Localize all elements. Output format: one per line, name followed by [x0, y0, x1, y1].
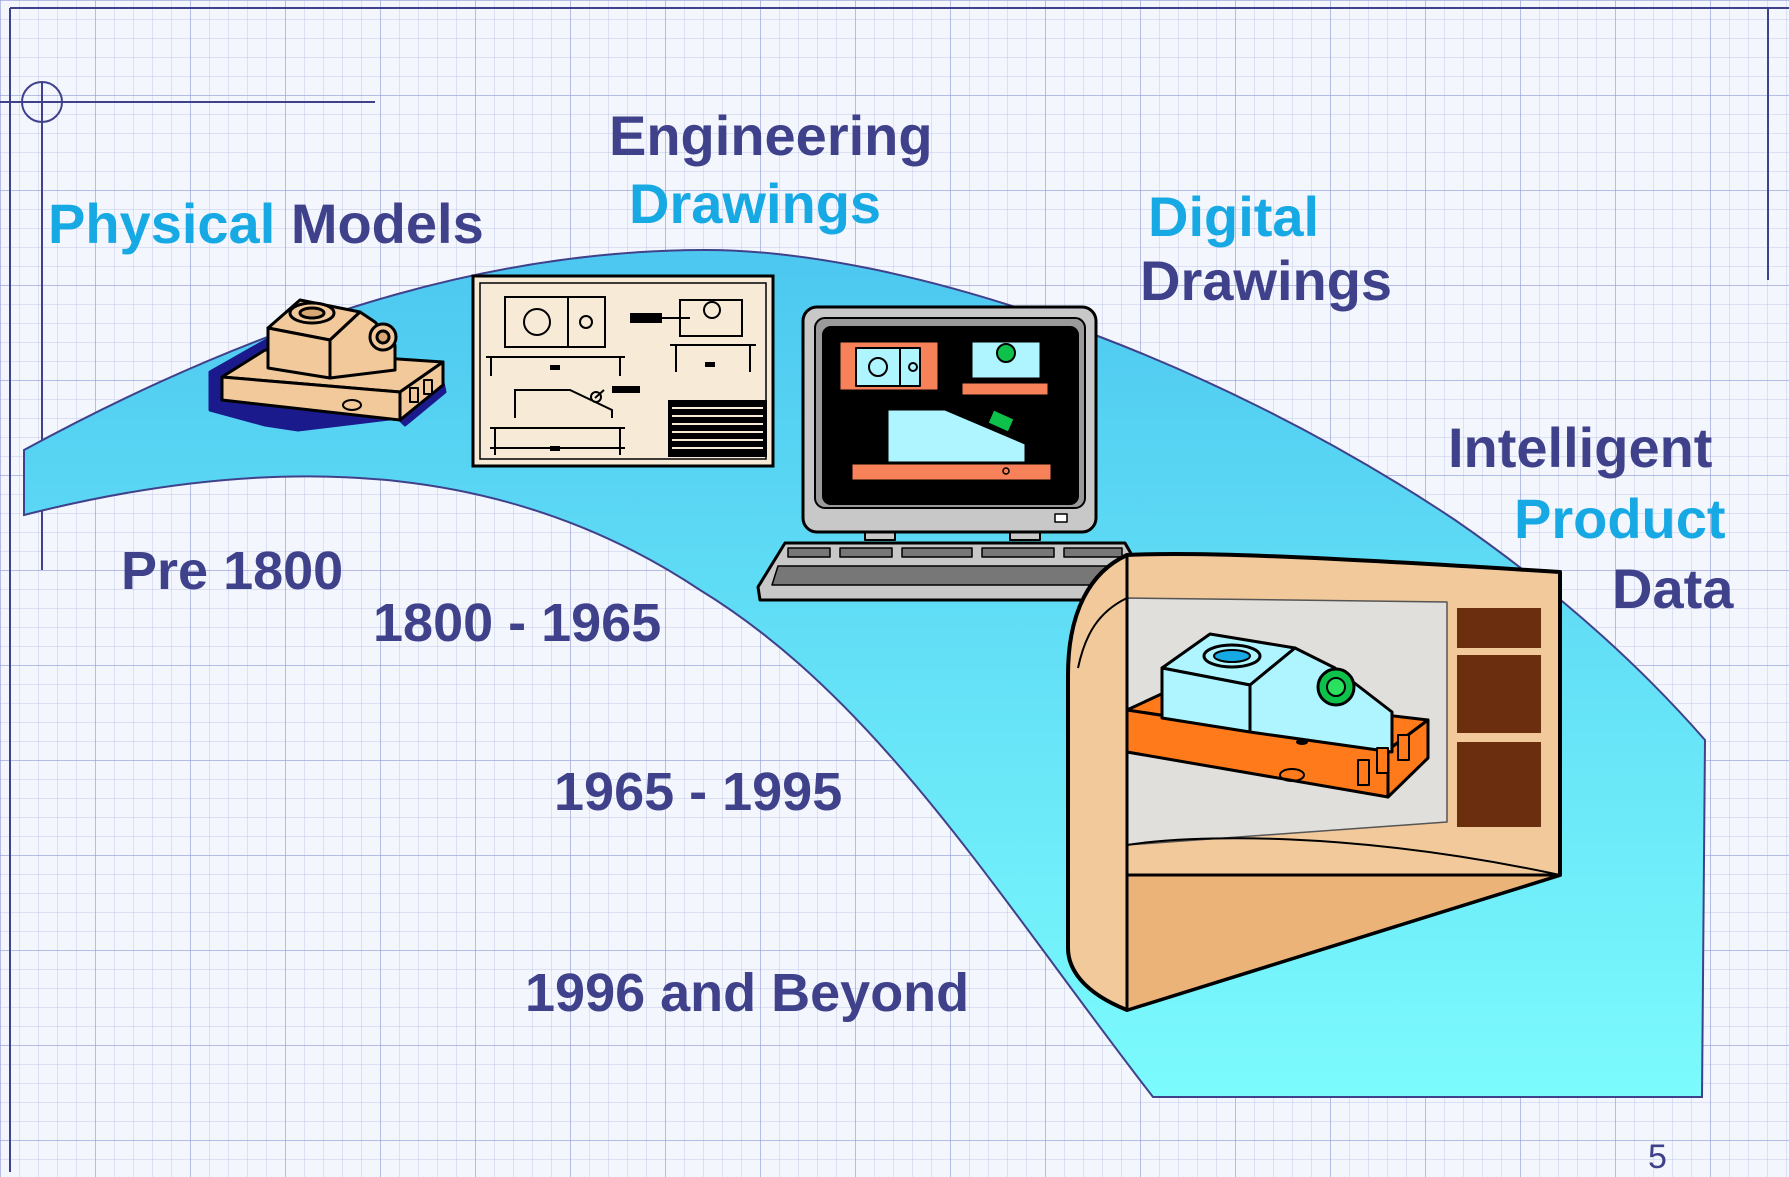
era-title-physical-word: Physical	[48, 192, 276, 255]
era-title-physical-models: Physical Models	[48, 196, 484, 252]
product-data-illustration	[1066, 551, 1562, 1012]
period-1996-and-beyond: 1996 and Beyond	[525, 963, 970, 1023]
physical-model-illustration	[208, 298, 447, 432]
era-title-intelligent: Intelligent	[1448, 416, 1713, 479]
era-title-models-word: Models	[275, 192, 484, 255]
era-title-engineering: Engineering	[609, 104, 933, 167]
period-1800-1965: 1800 - 1965	[373, 593, 662, 653]
era-title-drawings: Drawings	[629, 172, 882, 235]
page-number: 5	[1648, 1138, 1667, 1176]
era-title-digital: Digital	[1148, 185, 1320, 248]
slide-frame	[0, 7, 1789, 1172]
era-title-product: Product	[1514, 487, 1726, 550]
engineering-drawing-illustration	[471, 274, 775, 468]
period-pre-1800: Pre 1800	[121, 541, 344, 601]
period-1965-1995: 1965 - 1995	[554, 762, 843, 822]
computer-illustration	[756, 305, 1152, 602]
era-title-data: Data	[1612, 557, 1734, 620]
era-title-digital-drawings: Drawings	[1140, 249, 1393, 312]
